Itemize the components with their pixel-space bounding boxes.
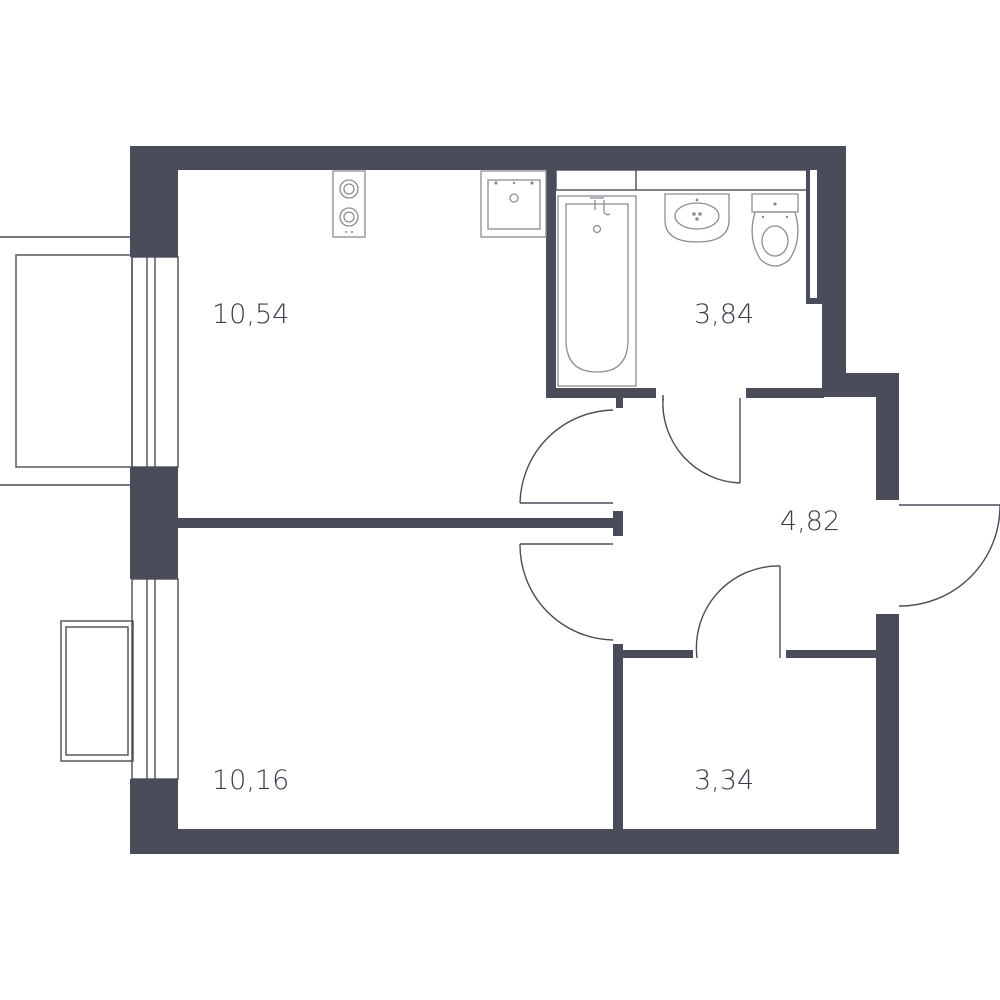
window-upper [131, 256, 179, 468]
balcony-upper [0, 236, 133, 486]
door-entrance [898, 504, 1000, 607]
interior-walls [178, 170, 878, 831]
exterior-walls [130, 146, 899, 854]
toilet-icon [751, 193, 799, 267]
door-storage [695, 565, 781, 659]
window-lower [131, 578, 179, 780]
stove-icon [332, 170, 366, 238]
kitchen-living-area-label: 10,54 [212, 299, 289, 330]
bathroom-area-label: 3,84 [694, 299, 754, 330]
storage-area-label: 3,34 [694, 765, 754, 796]
door-bathroom [662, 395, 741, 484]
washbasin-icon [664, 193, 730, 243]
bedroom-area-label: 10,16 [212, 765, 289, 796]
door-kitchen [519, 409, 614, 504]
kitchen-sink-icon [480, 170, 547, 238]
hallway-area-label: 4,82 [780, 506, 840, 537]
bathtub-icon [557, 195, 637, 387]
balcony-lower [60, 620, 134, 762]
door-bedroom [519, 543, 614, 641]
bathroom-shaft [555, 169, 822, 304]
